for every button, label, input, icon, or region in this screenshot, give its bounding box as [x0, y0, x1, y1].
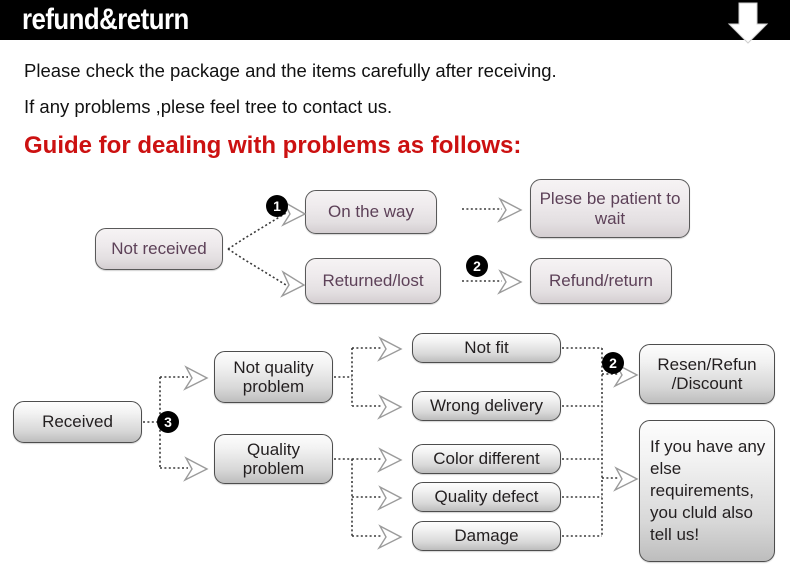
box-quality-problem: Quality problem: [214, 434, 333, 484]
box-damage: Damage: [412, 521, 561, 551]
box-additional-requirements-note: If you have any else requirements, you c…: [639, 420, 775, 562]
box-resend-refund-discount: Resen/Refun /Discount: [639, 344, 775, 404]
marker-2-section-1: 2: [466, 255, 488, 277]
box-not-quality-problem: Not quality problem: [214, 351, 333, 403]
intro-line-1: Please check the package and the items c…: [24, 60, 557, 81]
box-received: Received: [13, 401, 142, 443]
box-quality-defect: Quality defect: [412, 482, 561, 512]
box-please-be-patient-label: Plese be patient to wait: [539, 189, 681, 228]
marker-3: 3: [157, 411, 179, 433]
box-not-quality-problem-label: Not quality problem: [233, 357, 314, 396]
marker-2-section-2: 2: [602, 352, 624, 374]
intro-line-2: If any problems ,plese feel tree to cont…: [24, 96, 393, 117]
box-please-be-patient: Plese be patient to wait: [530, 179, 690, 238]
box-on-the-way: On the way: [305, 190, 437, 234]
box-additional-requirements-label: If you have any else requirements, you c…: [650, 436, 766, 545]
header-bar: refund&return: [0, 0, 790, 44]
page-title: refund&return: [22, 3, 189, 36]
down-arrow-icon: [727, 2, 769, 44]
box-wrong-delivery: Wrong delivery: [412, 391, 561, 421]
box-not-fit: Not fit: [412, 333, 561, 363]
marker-1: 1: [266, 195, 288, 217]
box-not-received: Not received: [95, 228, 223, 270]
box-resend-refund-discount-label: Resen/Refun /Discount: [657, 354, 757, 393]
box-quality-problem-label: Quality problem: [242, 439, 305, 478]
guide-heading: Guide for dealing with problems as follo…: [24, 132, 522, 159]
box-returned-lost: Returned/lost: [305, 258, 441, 304]
box-color-different: Color different: [412, 444, 561, 474]
box-refund-return: Refund/return: [530, 258, 672, 304]
